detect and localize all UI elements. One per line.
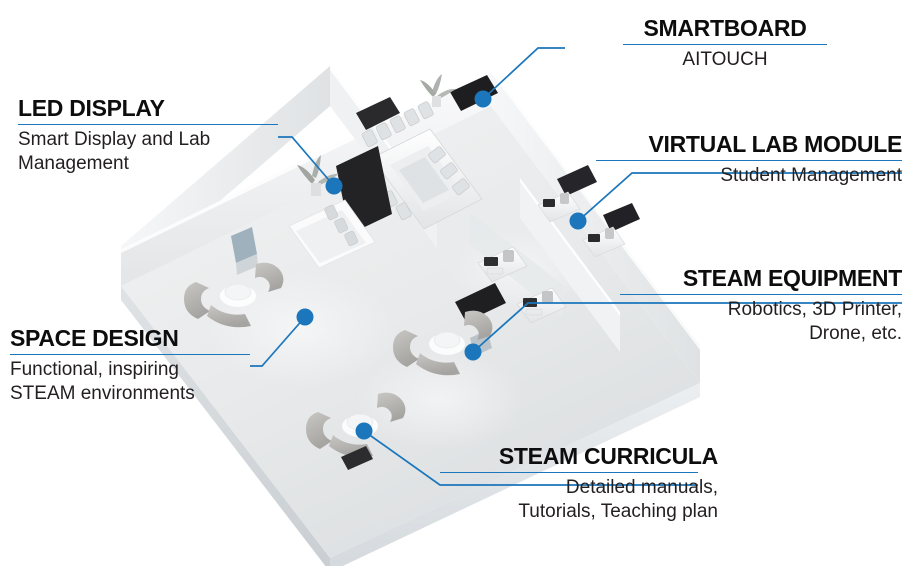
leader-lines <box>250 47 902 486</box>
lounge-seating-cluster <box>393 310 493 376</box>
callout-subtitle-line: Functional, inspiring <box>10 359 179 381</box>
leader-line-steam-curricula <box>363 430 698 486</box>
callout-title: SPACE DESIGN <box>10 325 179 351</box>
hotspot-dot-steam-equipment <box>464 343 482 361</box>
open-lounge-area <box>184 146 493 470</box>
conference-room <box>330 66 520 248</box>
lab-workstation <box>537 191 581 223</box>
callout-underline <box>596 160 902 162</box>
reception-counter <box>288 199 376 269</box>
callout-subtitle-line: Drone, etc. <box>809 323 902 345</box>
display-screen <box>603 203 640 232</box>
callout-steam-equipment[interactable]: STEAM EQUIPMENT Robotics, 3D Printer, Dr… <box>620 266 902 347</box>
callout-underline <box>440 472 698 474</box>
kiosk-display <box>231 227 258 275</box>
callout-underline <box>18 124 278 126</box>
callout-subtitle-line: STEAM environments <box>10 383 195 405</box>
callout-subtitle-line: Tutorials, Teaching plan <box>518 501 718 523</box>
callout-subtitle-line: Management <box>18 153 129 175</box>
callout-subtitle-line: AITOUCH <box>682 49 768 71</box>
callout-subtitle-line: Detailed manuals, <box>565 477 718 499</box>
conference-table <box>371 128 483 230</box>
hotspot-dot-smartboard <box>474 90 492 108</box>
callout-title: LED DISPLAY <box>18 95 165 121</box>
callout-title: SMARTBOARD <box>643 15 807 41</box>
callout-led-display[interactable]: LED DISPLAY Smart Display and Lab Manage… <box>18 96 280 177</box>
callout-title: STEAM EQUIPMENT <box>682 265 902 291</box>
callout-subtitle-line: Smart Display and Lab <box>18 129 211 151</box>
display-screen <box>356 97 400 130</box>
display-screen <box>450 75 498 111</box>
hotspot-dot-led-display <box>325 177 343 195</box>
hotspot-dot-steam-curricula <box>355 422 373 440</box>
leader-line-steam-equipment <box>472 302 902 353</box>
display-screen <box>557 165 597 196</box>
callout-virtual-lab-module[interactable]: VIRTUAL LAB MODULE Student Management <box>596 132 902 188</box>
callout-steam-curricula[interactable]: STEAM CURRICULA Detailed manuals, Tutori… <box>440 444 718 525</box>
leader-line-virtual-lab <box>577 172 902 222</box>
callout-subtitle-line: Student Management <box>720 165 902 187</box>
leader-dots <box>296 90 587 440</box>
callout-underline <box>623 44 827 46</box>
hotspot-dot-space-design <box>296 308 314 326</box>
leader-line-space-design <box>250 316 306 367</box>
callout-title: VIRTUAL LAB MODULE <box>648 131 902 157</box>
leader-line-smartboard <box>482 47 565 100</box>
lounge-seating-cluster <box>184 262 284 328</box>
callout-title: STEAM CURRICULA <box>498 443 718 469</box>
conference-chairs <box>361 101 470 221</box>
lab-workstation <box>582 226 626 258</box>
callout-smartboard[interactable]: SMARTBOARD AITOUCH <box>560 16 890 72</box>
ottoman <box>341 446 373 470</box>
callout-space-design[interactable]: SPACE DESIGN Functional, inspiring STEAM… <box>10 326 256 407</box>
plant <box>420 74 456 107</box>
callout-underline <box>620 294 902 296</box>
steam-equipment-station <box>477 246 528 283</box>
callout-subtitle-line: Robotics, 3D Printer, <box>727 299 902 321</box>
wall-right-outer <box>491 69 700 383</box>
steam-equipment-room <box>455 246 567 356</box>
leader-line-led-display <box>278 136 335 187</box>
hotspot-dot-virtual-lab <box>569 212 587 230</box>
callout-underline <box>10 354 250 356</box>
